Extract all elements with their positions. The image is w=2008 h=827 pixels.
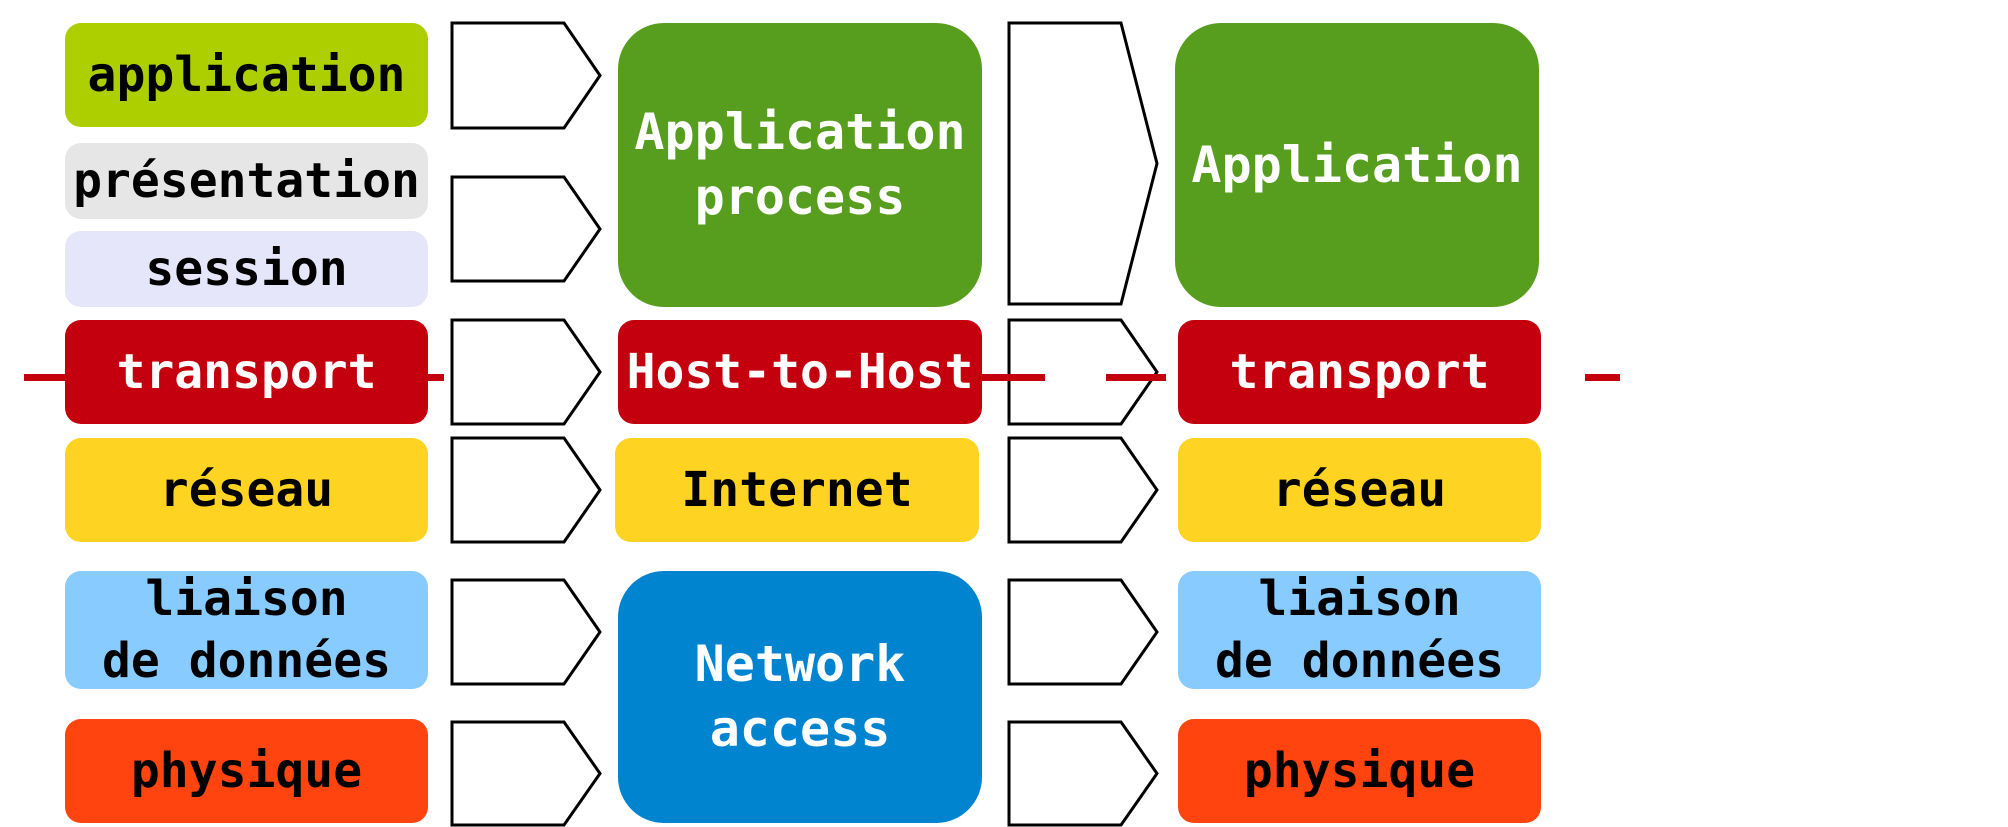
- osi-layer-session: session: [65, 231, 428, 307]
- osi-layer-presentation: présentation: [65, 143, 428, 219]
- tcpip-layer-application-process: Application process: [618, 23, 982, 307]
- tcpip-layer-host-to-host: Host-to-Host: [618, 320, 982, 424]
- arrow-network-2-icon: [1007, 436, 1159, 544]
- dash-segment: [1585, 374, 1620, 381]
- osi-layer-data-link: liaison de données: [65, 571, 428, 689]
- arrow-physical-2-icon: [1007, 720, 1159, 827]
- tcpip-layer-network-access: Network access: [618, 571, 982, 823]
- right-layer-physical: physique: [1178, 719, 1541, 823]
- arrow-data-link-2-icon: [1007, 578, 1159, 686]
- dash-segment: [982, 374, 1045, 381]
- osi-layer-physical: physique: [65, 719, 428, 823]
- arrow-transport-2-icon: [1007, 318, 1159, 426]
- osi-layer-network: réseau: [65, 438, 428, 542]
- osi-layer-application: application: [65, 23, 428, 127]
- right-layer-transport: transport: [1178, 320, 1541, 424]
- right-layer-application: Application: [1175, 23, 1539, 307]
- arrow-transport-1-icon: [450, 318, 602, 426]
- right-layer-data-link: liaison de données: [1178, 571, 1541, 689]
- arrow-presentation-session-1-icon: [450, 175, 602, 283]
- arrow-data-link-1-icon: [450, 578, 602, 686]
- dash-segment: [428, 374, 444, 381]
- arrow-network-1-icon: [450, 436, 602, 544]
- tcpip-layer-internet: Internet: [615, 438, 979, 542]
- arrow-application-1-icon: [450, 21, 602, 130]
- osi-layer-transport: transport: [65, 320, 428, 424]
- dash-segment: [24, 374, 68, 381]
- dash-segment: [1106, 374, 1166, 381]
- arrow-application-2-icon: [1007, 21, 1159, 306]
- arrow-physical-1-icon: [450, 720, 602, 827]
- right-layer-network: réseau: [1178, 438, 1541, 542]
